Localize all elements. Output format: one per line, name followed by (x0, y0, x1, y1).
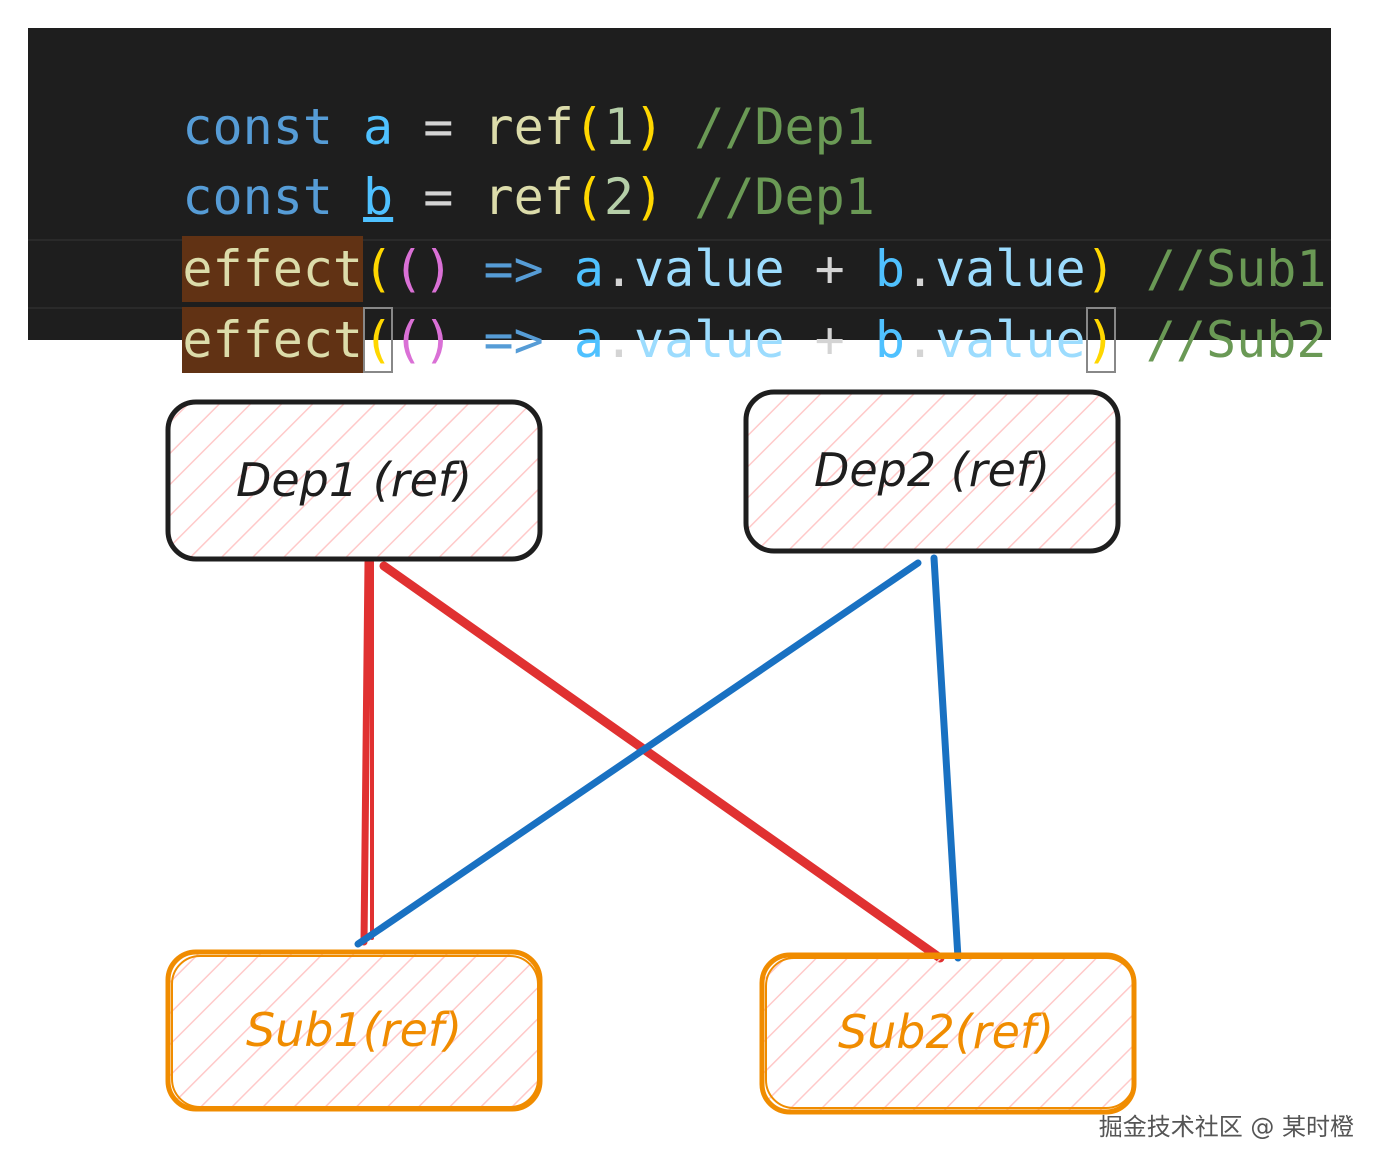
variable: b (363, 168, 394, 226)
code-line-3: effect(() => a.value + b.value) //Sub1 (62, 170, 1326, 302)
paren: () (393, 240, 454, 298)
node-dep2-box (743, 389, 1121, 554)
node-sub2-box-sketch (765, 957, 1135, 1109)
operator: = (423, 168, 454, 226)
property: value (935, 240, 1086, 298)
watermark: 掘金技术社区 @ 某时橙 (1098, 1113, 1354, 1141)
edge-dep1-sub1 (360, 558, 372, 946)
node-dep2-label: Dep2 (ref) (814, 443, 1050, 497)
node-dep1-box (165, 399, 543, 562)
node-sub2-label: Sub2(ref) (838, 1005, 1054, 1059)
property: value (634, 240, 785, 298)
variable: b (874, 311, 905, 369)
code-line-2: const b = ref(2) //Dep1 (62, 98, 874, 226)
comment: //Dep1 (694, 168, 875, 226)
number: 2 (603, 168, 635, 226)
dot: . (904, 311, 936, 369)
operator: + (814, 240, 845, 298)
function-name: ref (483, 98, 574, 156)
property: value (935, 311, 1086, 369)
operator: + (814, 311, 845, 369)
paren: ( (363, 307, 394, 373)
paren: ( (573, 98, 604, 156)
node-dep2: Dep2 (ref) (743, 389, 1121, 554)
current-line-highlight (28, 239, 1331, 309)
comment: //Dep1 (694, 98, 875, 156)
arrow: => (483, 240, 544, 298)
dot: . (603, 240, 635, 298)
node-sub1-box (165, 949, 543, 1112)
paren: ( (573, 168, 604, 226)
number: 1 (603, 98, 635, 156)
comment: //Sub2 (1145, 311, 1327, 369)
paren: ) (634, 98, 665, 156)
comment: //Sub1 (1145, 240, 1327, 298)
variable: a (363, 98, 394, 156)
code-block: const a = ref(1) //Dep1 const b = ref(2)… (28, 28, 1331, 373)
node-sub1-label: Sub1(ref) (246, 1003, 462, 1057)
keyword: const (182, 98, 333, 156)
code-line-4: effect(() => a.value + b.value) //Sub2 (62, 241, 1326, 373)
edge-dep1-sub2 (379, 561, 945, 963)
paren: ) (634, 168, 665, 226)
node-dep1: Dep1 (ref) (165, 399, 543, 562)
variable: a (573, 311, 604, 369)
node-sub2: Sub2(ref) (759, 952, 1137, 1115)
node-sub1-box-sketch (171, 955, 539, 1108)
arrow: => (483, 311, 544, 369)
function-name: ref (483, 168, 574, 226)
paren: ) (1085, 240, 1116, 298)
keyword: const (182, 168, 333, 226)
paren: ) (1085, 307, 1116, 373)
paren: () (393, 311, 454, 369)
operator: = (423, 98, 454, 156)
edge-dep2-sub2 (930, 554, 962, 962)
function-name: effect (182, 307, 364, 373)
dot: . (904, 240, 936, 298)
node-sub1: Sub1(ref) (165, 949, 543, 1112)
node-dep1-label: Dep1 (ref) (236, 453, 472, 507)
function-name: effect (182, 236, 364, 302)
dot: . (603, 311, 635, 369)
edges (354, 554, 962, 963)
variable: a (573, 240, 604, 298)
edge-dep2-sub1 (354, 559, 922, 948)
code-line-1: const a = ref(1) //Dep1 (62, 28, 874, 156)
paren: ( (363, 240, 394, 298)
variable: b (874, 240, 905, 298)
property: value (634, 311, 785, 369)
